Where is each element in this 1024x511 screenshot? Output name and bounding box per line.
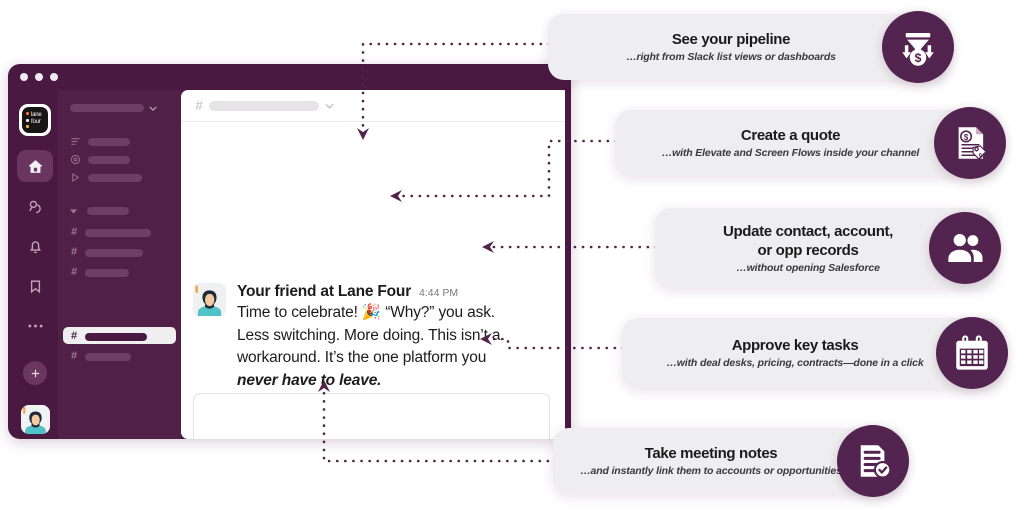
message-timestamp: 4:44 PM	[419, 287, 459, 299]
mentions-icon	[70, 154, 81, 165]
home-icon	[27, 158, 44, 175]
svg-text:$: $	[964, 133, 969, 142]
callout-card-records[interactable]: Update contact, account, or opp records …	[655, 208, 1001, 288]
bell-icon	[27, 238, 44, 255]
callout-card-pipeline[interactable]: See your pipeline …right from Slack list…	[548, 11, 954, 83]
sidebar-item-mentions[interactable]	[70, 154, 130, 165]
maximize-dot[interactable]	[50, 73, 58, 81]
callout-subtitle: …and instantly link them to accounts or …	[580, 465, 842, 477]
message-author[interactable]: Your friend at Lane Four	[237, 283, 412, 300]
message-line-2: Less switching. More doing. This isn’t a	[237, 326, 501, 344]
drafts-sent-icon	[72, 172, 80, 183]
sidebar-channel-1[interactable]: #	[70, 227, 151, 238]
quote-document-icon: $ %	[934, 107, 1006, 179]
workspace-name-placeholder	[70, 104, 144, 112]
workspace-name-row[interactable]	[70, 104, 157, 112]
chevron-down-icon	[325, 103, 334, 109]
message-composer[interactable]	[193, 393, 550, 439]
callout-title: Take meeting notes	[644, 445, 778, 462]
minimize-dot[interactable]	[35, 73, 43, 81]
callout-subtitle: …with deal desks, pricing, contracts—don…	[666, 357, 924, 369]
callout-card-notes[interactable]: Take meeting notes …and instantly link t…	[553, 425, 909, 497]
callout-title: See your pipeline	[671, 31, 791, 48]
message-input[interactable]	[194, 394, 549, 439]
sidebar-channel-3[interactable]: #	[70, 267, 129, 278]
section-caret-icon	[70, 208, 77, 214]
callout-card-quote[interactable]: Create a quote …with Elevate and Screen …	[615, 107, 1006, 179]
callout-subtitle: …without opening Salesforce	[736, 261, 880, 274]
channel-header[interactable]: #	[181, 90, 565, 122]
funnel-dollar-icon: $	[882, 11, 954, 83]
bookmark-icon	[27, 278, 44, 295]
more-icon	[27, 323, 44, 329]
rail-item-later[interactable]	[17, 270, 53, 302]
chevron-down-icon	[149, 105, 157, 111]
sidebar-channel-selected[interactable]: #	[63, 327, 176, 344]
sidebar-item-threads[interactable]	[70, 136, 130, 147]
message-text: Time to celebrate! 🎉 “Why?” you ask. Les…	[237, 302, 557, 392]
threads-icon	[71, 138, 80, 145]
message-body: Your friend at Lane Four 4:44 PM Time to…	[237, 283, 557, 392]
rail-item-activity[interactable]	[17, 230, 53, 262]
callout-text: See your pipeline …right from Slack list…	[548, 21, 948, 73]
message-header: Your friend at Lane Four 4:44 PM	[237, 283, 557, 301]
window-titlebar	[8, 64, 571, 90]
sidebar-item-drafts-sent[interactable]	[70, 172, 142, 183]
rail-item-home[interactable]	[17, 150, 53, 182]
message-row: Your friend at Lane Four 4:44 PM Time to…	[193, 283, 557, 392]
avatar[interactable]	[193, 283, 226, 316]
sidebar-channel-2[interactable]: #	[70, 247, 143, 258]
channel-main-pane: # Your friend at Lane Four 4:44 PM	[181, 90, 565, 439]
channel-sidebar: # # # # #	[58, 90, 181, 439]
calendar-icon	[936, 317, 1008, 389]
rail-item-more[interactable]	[17, 310, 53, 342]
close-dot[interactable]	[20, 73, 28, 81]
callout-card-approve[interactable]: Approve key tasks …with deal desks, pric…	[622, 317, 1008, 389]
channel-name-placeholder	[209, 100, 319, 111]
message-line-3: workaround. It’s the one platform you	[237, 349, 487, 366]
message-line-1: Time to celebrate! 🎉 “Why?” you ask.	[237, 304, 495, 321]
callout-text: Create a quote …with Elevate and Screen …	[615, 117, 1000, 169]
dms-icon	[27, 198, 44, 215]
people-icon	[929, 212, 1001, 284]
callout-title: Update contact, account, or opp records	[723, 222, 893, 259]
svg-text:$: $	[915, 51, 922, 65]
rail-add-button[interactable]	[23, 361, 47, 385]
callout-title: Create a quote	[740, 127, 841, 144]
svg-text:%: %	[979, 152, 986, 161]
user-avatar[interactable]	[21, 405, 50, 434]
callout-text: Approve key tasks …with deal desks, pric…	[622, 327, 1002, 379]
callout-subtitle: …right from Slack list views or dashboar…	[626, 51, 836, 63]
callout-text: Update contact, account, or opp records …	[655, 213, 995, 284]
rail-item-dms[interactable]	[17, 190, 53, 222]
callout-text: Take meeting notes …and instantly link t…	[553, 435, 903, 487]
notes-check-icon	[837, 425, 909, 497]
callout-subtitle: …with Elevate and Screen Flows inside yo…	[661, 147, 920, 159]
sidebar-channel-5[interactable]: #	[70, 351, 131, 362]
callout-title: Approve key tasks	[731, 337, 859, 354]
message-emphasis: never have to leave.	[237, 371, 382, 389]
sidebar-section-channels[interactable]	[70, 207, 129, 215]
